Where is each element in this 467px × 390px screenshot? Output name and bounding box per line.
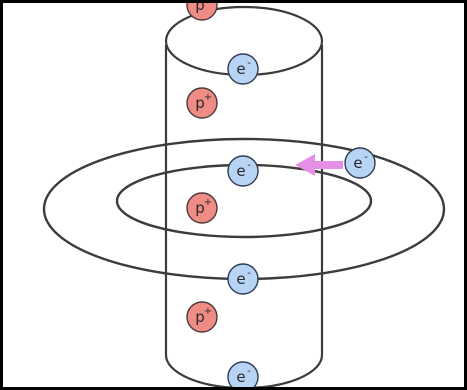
proton-particle-icon: p+ [186, 3, 218, 21]
proton-particle-icon: p+ [186, 301, 218, 333]
particle-circle [227, 361, 259, 387]
particle-circle [186, 3, 218, 21]
particle-label: e [236, 270, 245, 288]
arrow-head [295, 154, 315, 176]
particle-charge: - [247, 58, 251, 69]
particle-label: p [195, 199, 205, 217]
particle-label: p [195, 3, 205, 14]
particle-circle [344, 147, 376, 179]
particle-charge: - [247, 366, 251, 377]
particle-label: e [353, 154, 362, 172]
particle-charge: + [204, 197, 212, 208]
particle-circle [227, 263, 259, 295]
electron-motion-arrow [295, 154, 343, 176]
particle-label: e [236, 368, 245, 386]
electron-particle-icon: e- [227, 263, 259, 295]
particle-label: e [236, 60, 245, 78]
particle-circle [227, 53, 259, 85]
particle-circle [186, 87, 218, 119]
particle-charge: + [204, 306, 212, 317]
electron-particle-icon: e- [227, 155, 259, 187]
particle-charge: + [204, 3, 212, 5]
proton-particle-icon: p+ [186, 192, 218, 224]
particle-label: p [195, 308, 205, 326]
arrow-shaft [313, 161, 343, 169]
particle-circle [186, 301, 218, 333]
particle-charge: - [247, 160, 251, 171]
particle-charge: + [204, 92, 212, 103]
cylinder-ring-diagram: p+ p+ p+ p+ e- e- e- e- e- [42, 3, 446, 387]
electron-particle-icon: e- [227, 361, 259, 387]
particle-label: p [195, 94, 205, 112]
proton-particle-icon: p+ [186, 87, 218, 119]
particle-charge: - [364, 152, 368, 163]
cylinder-bottom-arc [164, 354, 324, 387]
particle-charge: - [247, 268, 251, 279]
particle-circle [227, 155, 259, 187]
particle-circle [186, 192, 218, 224]
electron-particle-icon: e- [344, 147, 376, 179]
electron-particle-icon: e- [227, 53, 259, 85]
particle-label: e [236, 162, 245, 180]
